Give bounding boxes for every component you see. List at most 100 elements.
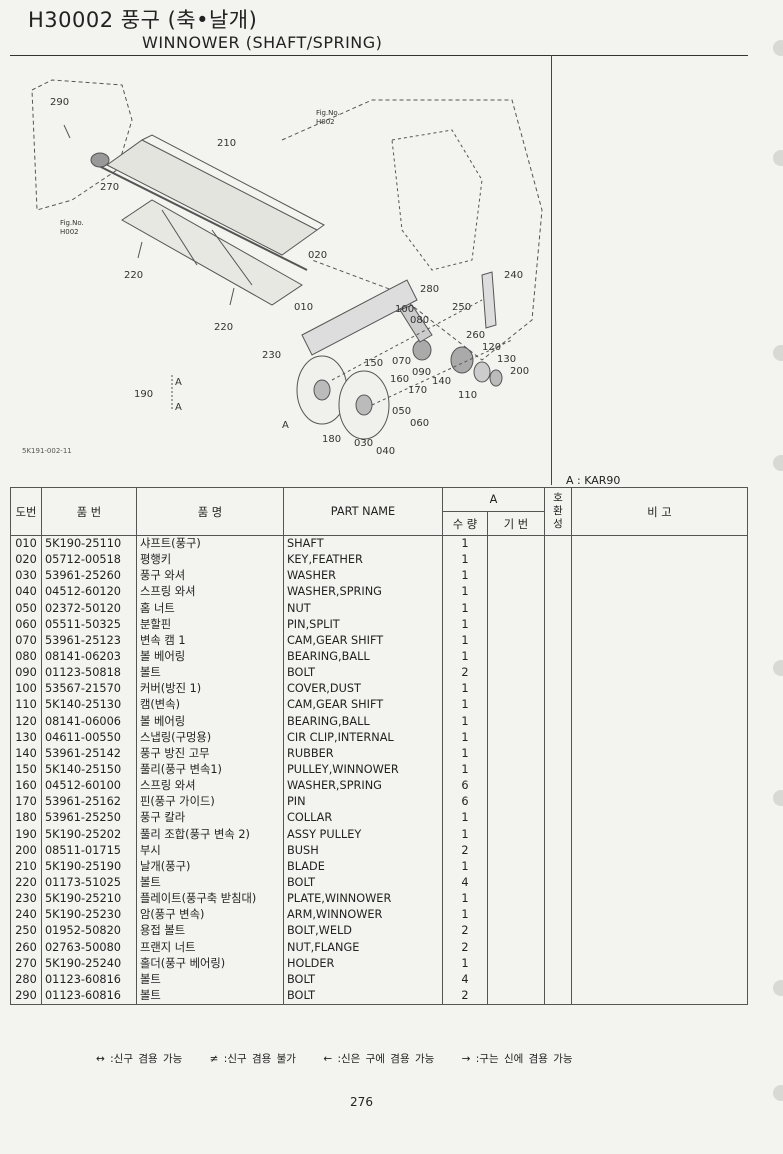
cell-qty: 1 [442,632,488,649]
blade-lower-part [121,199,303,306]
cell-part-no: 5K140-25130 [41,697,137,714]
cell-base [487,568,545,585]
callout-label: 010 [294,302,313,313]
cell-base [487,987,545,1005]
cell-part-no: 05712-00518 [41,552,137,569]
bearing-part [473,361,491,383]
cell-part-no: 5K190-25110 [41,535,137,553]
cell-no: 240 [10,907,42,924]
header-note: 비 고 [571,487,748,536]
cell-part-no: 01123-60816 [41,971,137,988]
cell-base [487,778,545,795]
cell-name-ko: 분할핀 [136,616,284,633]
blade-edge [141,134,325,231]
callout-label: 240 [504,270,523,281]
cell-name-en: BOLT [283,874,443,892]
cell-compat [544,681,572,698]
callout-label: 120 [482,342,501,353]
page-title: H30002 풍구 (축•날개) [28,8,258,32]
cell-no: 210 [10,858,42,875]
pulley-hub-2 [355,394,373,416]
cell-no: 220 [10,874,42,892]
cell-compat [544,794,572,811]
cell-name-en: BLADE [283,858,443,875]
applicability-note: A : KAR90 [566,474,621,487]
dust-cover-part [399,304,433,343]
page-number: 276 [350,1095,373,1109]
cell-no: 200 [10,842,42,859]
cell-name-ko: 용접 볼트 [136,923,284,940]
cell-qty: 1 [442,858,488,875]
cell-part-no: 01173-51025 [41,874,137,892]
cell-note [571,713,748,730]
cell-qty: 2 [442,987,488,1005]
cell-part-no: 53567-21570 [41,681,137,698]
cell-base [487,794,545,811]
callout-label: 080 [410,315,429,326]
cell-no: 120 [10,713,42,730]
cell-qty: 2 [442,923,488,940]
cell-qty: 1 [442,535,488,553]
cell-qty: 2 [442,939,488,956]
cell-base [487,874,545,892]
cell-base [487,810,545,827]
cell-no: 140 [10,745,42,762]
cell-name-ko: 볼 베어링 [136,713,284,730]
cell-name-en: RUBBER [283,745,443,762]
cell-base [487,858,545,875]
cell-name-ko: 샤프트(풍구) [136,535,284,553]
callout-label: A [282,420,289,431]
cell-base [487,939,545,956]
cell-base [487,729,545,746]
cell-qty: 4 [442,874,488,892]
callout-label: 090 [412,367,431,378]
shaft-part [96,164,308,271]
cell-base [487,826,545,843]
cell-qty: 1 [442,761,488,779]
cell-qty: 1 [442,713,488,730]
figure-code: 5K191-002-11 [22,447,72,455]
callout-label: 150 [364,358,383,369]
callout-label: A [175,402,182,413]
cell-compat [544,665,572,682]
cell-note [571,826,748,843]
cell-name-ko: 날개(풍구) [136,858,284,875]
cell-compat [544,632,572,649]
cell-part-no: 01123-50818 [41,665,137,682]
cell-part-no: 08511-01715 [41,842,137,859]
cell-name-ko: 커버(방진 1) [136,681,284,698]
cell-name-ko: 캠(변속) [136,697,284,714]
cell-name-en: NUT,FLANGE [283,939,443,956]
cell-name-en: NUT [283,600,443,617]
cell-part-no: 5K190-25210 [41,891,137,908]
cell-base [487,552,545,569]
cell-name-en: BEARING,BALL [283,648,443,666]
cell-part-no: 53961-25123 [41,632,137,649]
cell-qty: 1 [442,568,488,585]
cell-note [571,778,748,795]
callout-label: 280 [420,284,439,295]
cell-name-en: BUSH [283,842,443,859]
cell-compat [544,778,572,795]
cell-no: 060 [10,616,42,633]
cell-compat [544,939,572,956]
cell-name-en: ARM,WINNOWER [283,907,443,924]
blade-ribs [161,209,253,286]
callout-label: 260 [466,330,485,341]
cell-base [487,971,545,988]
header-base: 기 번 [487,511,545,536]
cell-no: 270 [10,955,42,972]
cell-name-ko: 풀리 조합(풍구 변속 2) [136,826,284,843]
cell-note [571,681,748,698]
